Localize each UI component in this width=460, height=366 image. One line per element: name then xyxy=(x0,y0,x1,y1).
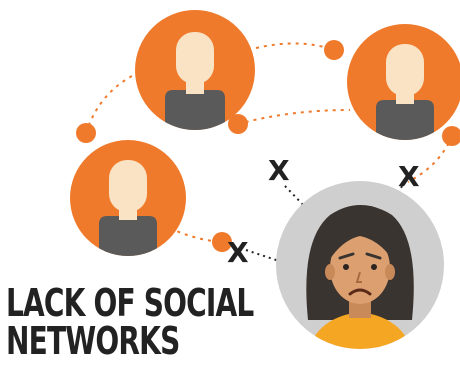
caption-line-2: NETWORKS xyxy=(6,319,180,363)
node-dot xyxy=(324,40,344,60)
node-dot xyxy=(442,126,460,146)
sad-woman-avatar xyxy=(276,181,444,349)
person-icon xyxy=(135,10,255,130)
broken-link-x-mark: X xyxy=(268,154,290,187)
network-nodes xyxy=(76,40,460,252)
node-dot xyxy=(76,123,96,143)
person-icon xyxy=(70,140,186,256)
person-icon xyxy=(347,24,460,140)
broken-link-x-mark: X xyxy=(227,236,249,269)
connection-left-top xyxy=(85,71,141,134)
connection-top-right-b xyxy=(237,109,351,125)
broken-link-x-mark: X xyxy=(398,160,420,193)
connection-top-right xyxy=(255,42,335,51)
connection-right-down xyxy=(407,135,453,183)
caption-line-1: LACK OF SOCIAL xyxy=(6,281,254,325)
caption-title: LACK OF SOCIAL NETWORKS xyxy=(6,281,254,363)
node-dot xyxy=(212,232,232,252)
node-dot xyxy=(228,114,248,134)
broken-link-left xyxy=(245,249,283,263)
